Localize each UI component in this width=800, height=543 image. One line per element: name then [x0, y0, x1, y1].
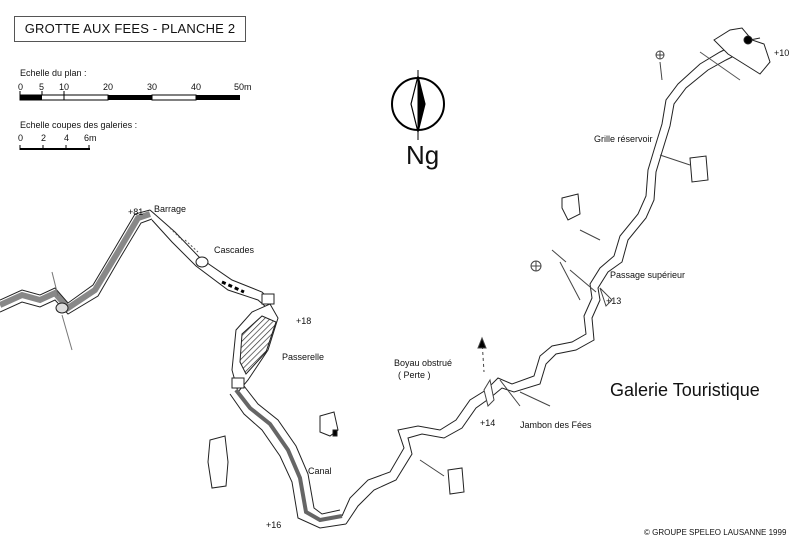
elevation-14: +14: [480, 418, 496, 428]
label-boyau: Boyau obstrué: [394, 358, 453, 368]
section-tick-2: 2: [41, 133, 47, 143]
section-scale-bar: [19, 145, 90, 150]
plan-tick-0: 0: [18, 82, 24, 92]
plan-scale-bar: [19, 91, 240, 101]
section-tick-4: 4: [64, 133, 70, 143]
galerie-touristique: [341, 37, 765, 525]
canal-passage: [229, 385, 347, 529]
section-sketches: [207, 155, 709, 495]
cascades-passage: [149, 209, 275, 308]
plan-tick-5: 5: [39, 82, 45, 92]
elevation-16: +16: [266, 520, 282, 530]
plan-tick-10: 10: [59, 82, 70, 92]
map-title: GROTTE AUX FEES - PLANCHE 2: [14, 16, 246, 42]
label-jambon: Jambon des Fées: [520, 420, 592, 430]
plan-tick-40: 40: [191, 82, 202, 92]
station-markers: [530, 50, 665, 272]
north-label: Ng: [406, 140, 440, 170]
ne-end: [699, 27, 771, 81]
plan-scale-label: Echelle du plan :: [20, 68, 87, 78]
side-branches: [419, 61, 691, 477]
section-tick-0: 0: [18, 133, 24, 143]
lake-passerelle: [231, 303, 279, 394]
plan-tick-50m: 50m: [234, 82, 252, 92]
label-passage: Passage supérieur: [610, 270, 686, 280]
section-tick-6m: 6m: [84, 133, 97, 143]
elevation-18: +18: [296, 316, 312, 326]
label-cascades: Cascades: [214, 245, 255, 255]
label-barrage: Barrage: [154, 204, 187, 214]
elevation-81: +81: [128, 207, 144, 217]
elevation-10: +10: [774, 48, 790, 58]
elevation-13: +13: [606, 296, 622, 306]
label-canal: Canal: [308, 466, 332, 476]
label-passerelle: Passerelle: [282, 352, 325, 362]
label-galerie: Galerie Touristique: [610, 380, 760, 400]
west-passage: [0, 209, 153, 351]
plan-tick-20: 20: [103, 82, 114, 92]
copyright: © GROUPE SPELEO LAUSANNE 1999: [644, 528, 787, 537]
north-arrow-icon: [391, 70, 445, 140]
plan-tick-30: 30: [147, 82, 158, 92]
label-perte: ( Perte ): [398, 370, 431, 380]
label-grille: Grille réservoir: [594, 134, 653, 144]
section-scale-label: Echelle coupes des galeries :: [20, 120, 138, 130]
